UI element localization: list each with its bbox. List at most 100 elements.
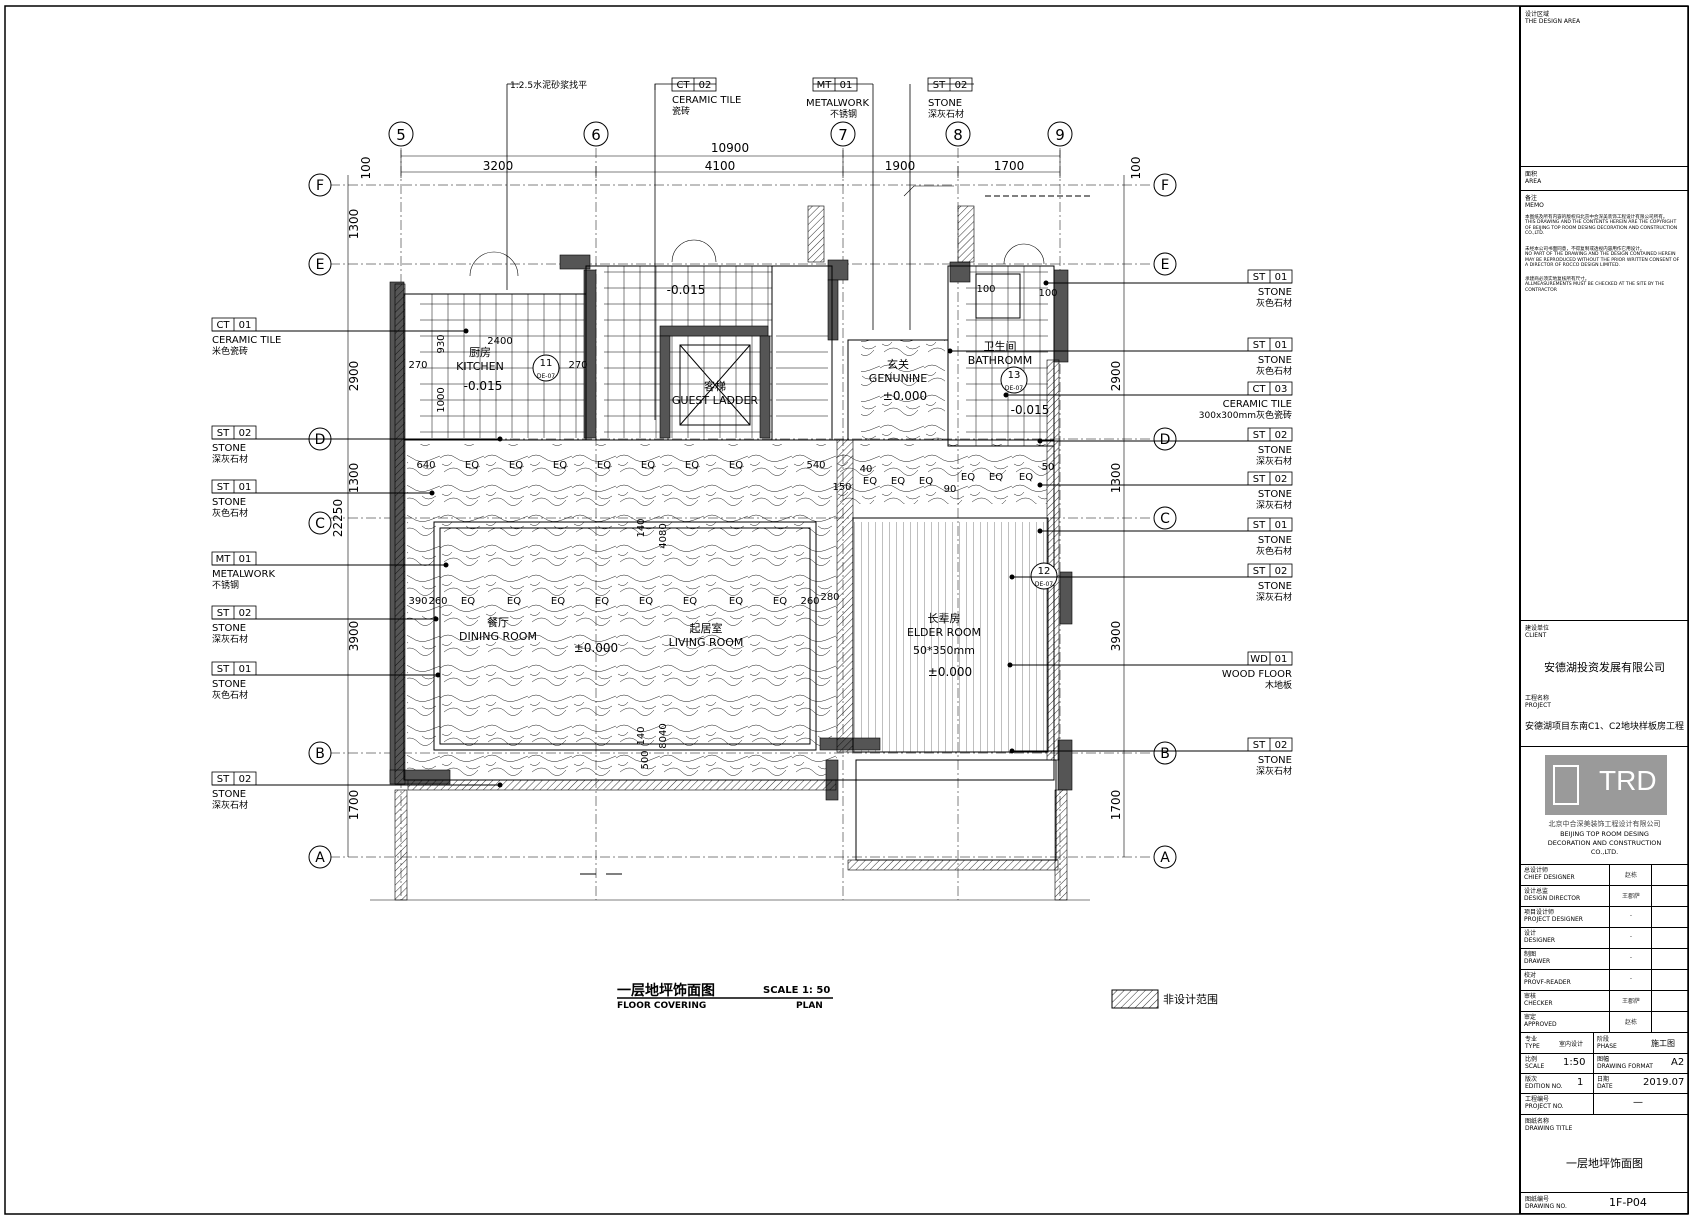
- dim-eq-row2-3: EQ: [551, 596, 565, 607]
- room-guest-cn: 客梯: [704, 379, 726, 393]
- tb-memo-2-cn: 未经本公司书面同意，不得复制或透视内容用作它用设计。: [1525, 247, 1645, 252]
- dim-eq-row2-1: EQ: [461, 596, 475, 607]
- callout-left-cn: 深灰石材: [212, 799, 248, 811]
- callout-left-num: 01: [239, 482, 252, 493]
- dim-eq-7: EQ: [729, 460, 743, 471]
- col-label-9: 9: [1055, 126, 1065, 144]
- room-dining-en: DINING ROOM: [459, 630, 537, 643]
- dim-100-bath-b: 100: [1038, 288, 1057, 299]
- dim-eq-row2-2: EQ: [507, 596, 521, 607]
- callout-left-num: 01: [239, 554, 252, 565]
- title-block: 设计区域 THE DESIGN AREA 面积 AREA 备注 MEMO 本图纸…: [1519, 6, 1689, 1214]
- callout-right-cn: 深灰石材: [1256, 591, 1292, 603]
- dim-span-3: 1900: [885, 159, 916, 173]
- dim-640: 640: [416, 460, 435, 471]
- tb-memo-3-cn: 承建商必须实地复核所有尺寸。: [1525, 277, 1590, 282]
- dim-90: 90: [944, 484, 957, 495]
- dim-390: 390: [408, 596, 427, 607]
- room-elder-en: ELDER ROOM: [907, 626, 981, 639]
- callout-right-en: STONE: [1258, 287, 1292, 298]
- dim-right-1700: 1700: [1109, 790, 1123, 821]
- dim-eq-row2-4: EQ: [595, 596, 609, 607]
- callout-right-code: ST: [1253, 430, 1266, 441]
- callout-right-en: STONE: [1258, 489, 1292, 500]
- tb-memo-1: 本图纸及所有内容的版权归北京中合深美装饰工程设计有限公司所有。 THIS DRA…: [1525, 215, 1680, 237]
- callout-left-en: STONE: [212, 443, 246, 454]
- callout-right-num: 01: [1275, 340, 1288, 351]
- dim-150: 150: [832, 482, 851, 493]
- tb-scale-en: SCALE: [1525, 1063, 1545, 1070]
- callout-right-en: STONE: [1258, 755, 1292, 766]
- column-axis-bubbles: [388, 121, 1073, 147]
- legend-label: 非设计范围: [1163, 992, 1218, 1006]
- col-label-5: 5: [396, 126, 406, 144]
- callout-right-num: 01: [1275, 520, 1288, 531]
- row-label-B: B: [315, 746, 325, 762]
- tb-role-cn: 项目设计师: [1524, 909, 1555, 916]
- tb-memo-3: 承建商必须实地复核所有尺寸。 ALLMEASUREMENTS MUST BE C…: [1525, 277, 1680, 293]
- logo-text: TRD: [1599, 765, 1657, 796]
- callout-right-code: ST: [1253, 340, 1266, 351]
- tb-edition-en: EDITION NO.: [1525, 1083, 1563, 1090]
- section-11-num: 11: [540, 358, 553, 369]
- tb-area-cn: 面积: [1525, 171, 1538, 178]
- tb-client-en: CLIENT: [1525, 632, 1547, 639]
- dim-100-bath-a: 100: [976, 284, 995, 295]
- section-11-ref: DE-07: [537, 373, 555, 380]
- tb-type-val: 室内设计: [1559, 1041, 1584, 1048]
- tb-memo-2: 未经本公司书面同意，不得复制或透视内容用作它用设计。 NO PART OF TH…: [1525, 247, 1680, 269]
- callout-right-cn: 深灰石材: [1256, 765, 1292, 777]
- elder-floor: [853, 522, 1048, 752]
- tb-company-en3: CO.,LTD.: [1590, 848, 1619, 856]
- room-elder-spec: 50*350mm: [913, 644, 975, 657]
- tb-memo: 备注 MEMO 本图纸及所有内容的版权归北京中合深美装饰工程设计有限公司所有。 …: [1521, 191, 1688, 621]
- row-label-A: A: [315, 850, 325, 866]
- dim-k270-right: 270: [568, 360, 587, 371]
- section-13-ref: DE-07: [1005, 385, 1023, 392]
- tb-role-en: APPROVED: [1524, 1021, 1557, 1028]
- dim-eq-row2-8: EQ: [773, 596, 787, 607]
- room-living-en: LIVING ROOM: [669, 636, 744, 649]
- col-label-7: 7: [838, 126, 848, 144]
- tb-drawing-no: 图纸编号 DRAWING NO. 1F-P04: [1521, 1193, 1688, 1213]
- dim-8040: 8040: [658, 723, 669, 748]
- dim-left-1300: 1300: [347, 209, 361, 240]
- tb-format-val: A2: [1671, 1057, 1685, 1068]
- callout-left-code: ST: [217, 774, 230, 785]
- tb-memo-cn: 备注: [1525, 195, 1538, 202]
- callout-top-mt01-code: MT: [817, 80, 833, 91]
- col-label-8: 8: [953, 126, 963, 144]
- row-label-E: E: [316, 257, 325, 273]
- callout-left-cn: 深灰石材: [212, 633, 248, 645]
- tb-client-project: 建设单位 CLIENT 安德湖投资发展有限公司 工程名称 PROJECT 安德湖…: [1521, 621, 1688, 747]
- dim-eq-10: EQ: [919, 476, 933, 487]
- tb-role-en: PROVF-READER: [1524, 979, 1571, 986]
- callout-top-st02-en: STONE: [928, 98, 962, 109]
- dim-4080: 4080: [658, 523, 669, 548]
- tb-dno-val: 1F-P04: [1609, 1196, 1647, 1209]
- tb-role-value: 赵栋: [1624, 1019, 1637, 1026]
- callout-right-cn: 木地板: [1265, 679, 1292, 691]
- callout-right-cn: 灰色石材: [1256, 297, 1292, 309]
- tb-projno-en: PROJECT NO.: [1525, 1103, 1564, 1110]
- callout-right-code: ST: [1253, 272, 1266, 283]
- tb-role-value: -: [1629, 933, 1633, 940]
- drawing-title-en1: FLOOR COVERING: [617, 1001, 706, 1011]
- callout-left-en: CERAMIC TILE: [212, 335, 281, 346]
- dim-left-2900: 2900: [347, 361, 361, 392]
- callout-left-en: STONE: [212, 679, 246, 690]
- callout-right-num: 02: [1275, 430, 1288, 441]
- room-kitchen-en: KITCHEN: [456, 360, 504, 373]
- dim-eq-9: EQ: [891, 476, 905, 487]
- room-genuine-en: GENUNINE: [869, 372, 927, 385]
- tb-format-en: DRAWING FORMAT: [1597, 1063, 1653, 1070]
- row-label-B-right: B: [1160, 746, 1170, 762]
- dim-k2400: 2400: [487, 336, 512, 347]
- row-label-D-right: D: [1160, 432, 1171, 448]
